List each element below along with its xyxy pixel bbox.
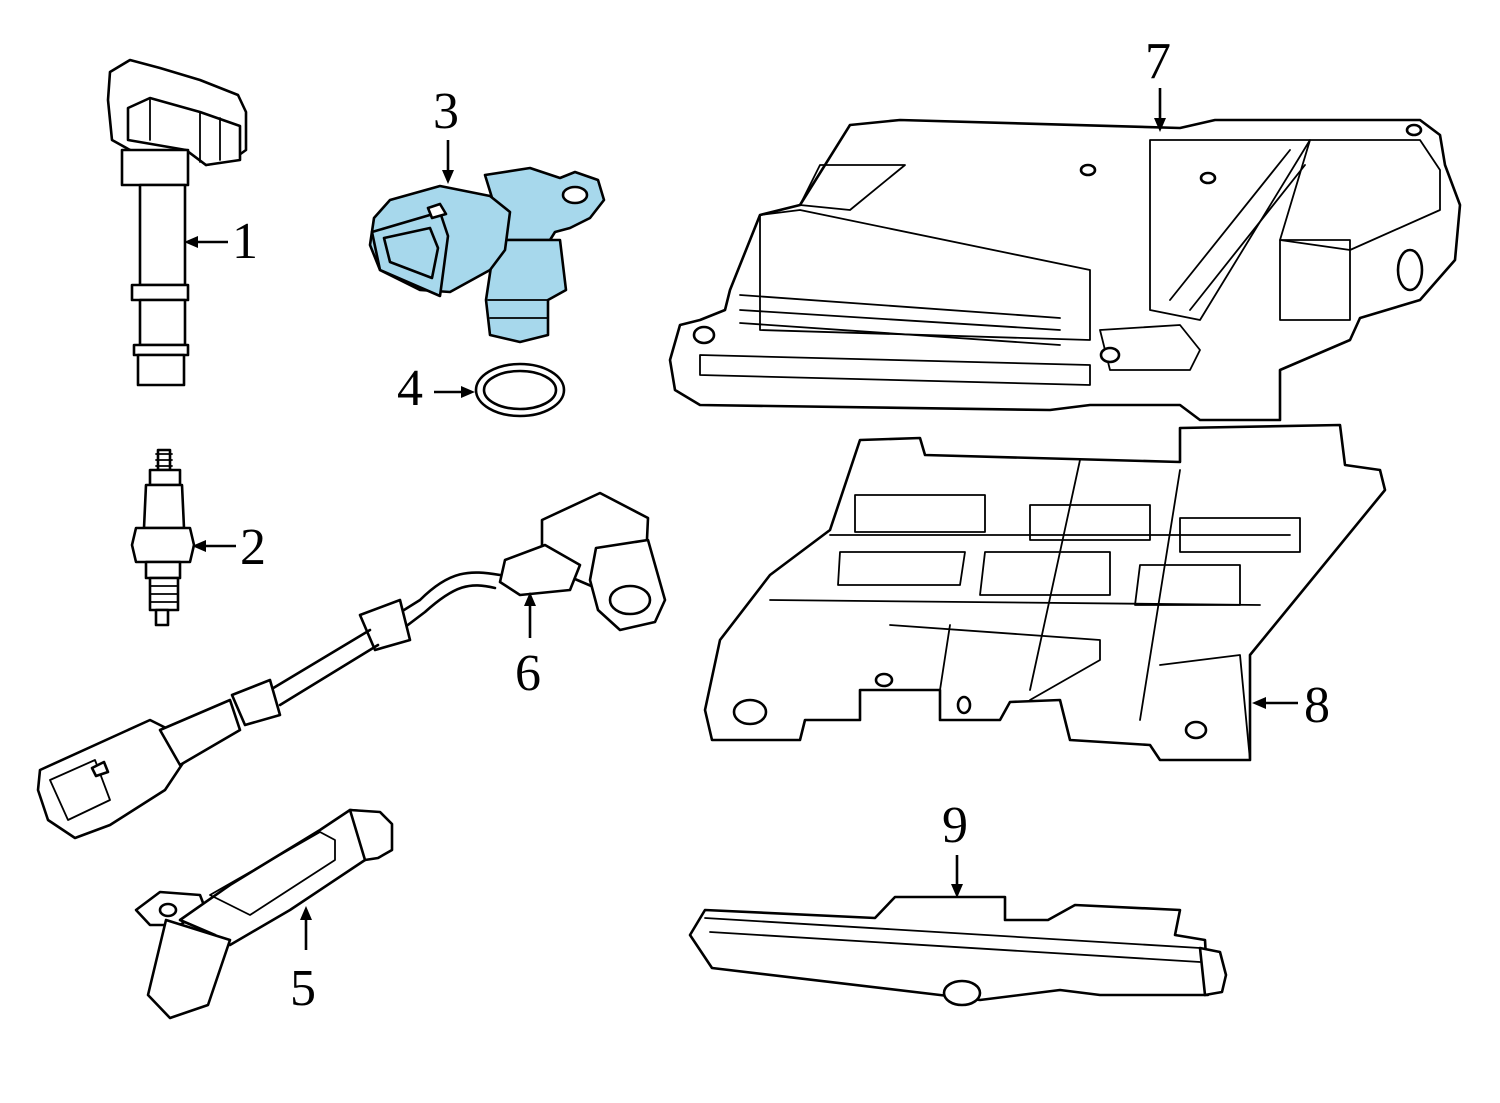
callout-7[interactable]: 7 bbox=[1145, 33, 1171, 90]
camshaft-position-sensor-icon[interactable] bbox=[368, 166, 606, 344]
engine-control-module-icon[interactable] bbox=[668, 118, 1462, 422]
callout-2[interactable]: 2 bbox=[240, 519, 266, 576]
module-bracket-icon[interactable] bbox=[703, 423, 1387, 762]
crankshaft-sensor-icon[interactable] bbox=[134, 808, 394, 1020]
callout-8[interactable]: 8 bbox=[1304, 677, 1330, 734]
callout-numbers: 1 2 3 4 5 6 7 8 9 bbox=[232, 33, 1330, 1017]
callout-3[interactable]: 3 bbox=[433, 83, 459, 140]
bracket-rail-icon[interactable] bbox=[688, 895, 1228, 1007]
ignition-coil-icon[interactable] bbox=[106, 58, 248, 387]
callout-5[interactable]: 5 bbox=[290, 960, 316, 1017]
wired-sensor-icon[interactable] bbox=[36, 491, 667, 840]
o-ring-icon[interactable] bbox=[474, 362, 566, 418]
callout-6[interactable]: 6 bbox=[515, 645, 541, 702]
callout-1[interactable]: 1 bbox=[232, 213, 258, 270]
callout-4[interactable]: 4 bbox=[397, 360, 423, 417]
spark-plug-icon[interactable] bbox=[130, 448, 196, 627]
callout-9[interactable]: 9 bbox=[942, 797, 968, 854]
callout-arrows bbox=[184, 88, 1298, 950]
